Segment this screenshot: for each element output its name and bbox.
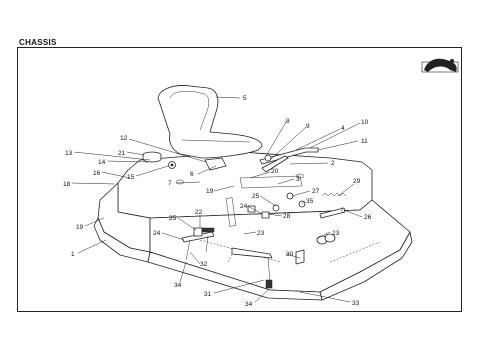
callout-24-right: 24	[240, 203, 248, 210]
callout-8: 8	[286, 118, 290, 125]
logo-text: Jaguar	[433, 66, 447, 71]
callout-10: 10	[361, 119, 369, 126]
page-title: CHASSIS	[19, 38, 57, 47]
callout-7: 7	[168, 180, 172, 187]
callout-35: 35	[306, 198, 314, 205]
callout-13: 13	[65, 150, 73, 157]
callout-15: 15	[127, 174, 135, 181]
callout-16: 16	[93, 170, 101, 177]
callout-2: 2	[331, 160, 335, 167]
callout-29: 29	[353, 178, 361, 185]
callout-32: 32	[200, 261, 208, 268]
callout-33: 33	[352, 300, 360, 307]
callout-4: 4	[341, 125, 345, 132]
jaguar-logo-icon: Jaguar	[421, 58, 459, 73]
callout-22: 23	[257, 230, 265, 237]
callout-6: 6	[190, 171, 194, 178]
callout-25-left: 25	[169, 215, 177, 222]
callout-28: 28	[283, 213, 291, 220]
callout-34-left: 34	[174, 282, 182, 289]
callouts: 1 19 18 13 14 16 15 21 12 6 7 5	[63, 95, 372, 308]
callout-24-left: 24	[153, 230, 161, 237]
knob	[168, 161, 176, 169]
callout-18: 18	[63, 181, 71, 188]
bushing	[295, 233, 336, 265]
spring	[321, 192, 347, 197]
callout-25-right: 25	[252, 193, 260, 200]
callout-9: 9	[306, 123, 310, 130]
callout-23-right: 23	[332, 230, 340, 237]
callout-19: 19	[206, 188, 214, 195]
rod	[319, 207, 346, 219]
diagram-frame	[17, 47, 462, 312]
callout-26: 26	[364, 214, 372, 221]
lever-assembly	[259, 147, 319, 173]
callout-20: 20	[271, 168, 279, 175]
callout-12: 12	[120, 135, 128, 142]
callout-14: 14	[98, 159, 106, 166]
callout-34-bottom: 34	[245, 301, 253, 308]
small-bolt	[193, 192, 306, 237]
seat-bracket	[204, 157, 227, 171]
callout-3: 3	[296, 176, 300, 183]
callout-1: 1	[71, 251, 75, 258]
callout-30: 30	[286, 251, 294, 258]
callout-31: 31	[204, 291, 212, 298]
callout-17: 19	[76, 224, 84, 231]
callout-21: 21	[118, 150, 126, 157]
callout-23-left: 22	[195, 209, 203, 216]
callout-27: 27	[312, 188, 320, 195]
callout-11: 11	[361, 138, 368, 145]
pedal-linkage	[181, 227, 273, 289]
seat	[157, 85, 263, 159]
fuel-cap	[142, 151, 162, 163]
callout-5: 5	[243, 95, 247, 102]
